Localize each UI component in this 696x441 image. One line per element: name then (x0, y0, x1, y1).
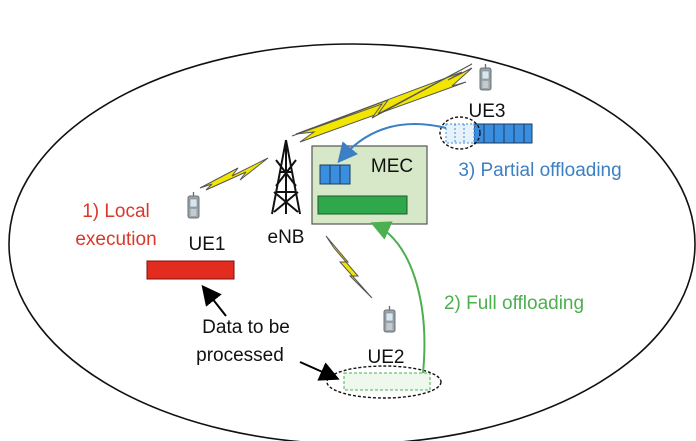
partial-offloading-arrow (337, 123, 447, 164)
enb-label: eNB (268, 227, 305, 248)
phone-icon (383, 305, 396, 333)
offloaded-task-marker (326, 365, 442, 399)
local-execution-label-line2: execution (75, 229, 156, 250)
full-offloading-label: 2) Full offloading (444, 293, 584, 314)
ue1-task-bar (146, 260, 235, 280)
ue3-label: UE3 (469, 101, 506, 122)
data-note-line1: Data to be (202, 317, 290, 338)
task-queue-icon (445, 123, 533, 144)
data-note-line2: processed (196, 345, 284, 366)
lightning-icon (291, 63, 473, 143)
full-offloading-arrow (370, 221, 426, 374)
mec-label: MEC (371, 156, 413, 177)
phone-icon (187, 191, 200, 219)
lightning-icon (199, 157, 269, 191)
offloaded-part-marker (439, 116, 481, 150)
data-arrow-ue2 (299, 361, 340, 381)
partial-offloading-label: 3) Partial offloading (458, 160, 621, 181)
local-execution-label-line1: 1) Local (82, 201, 150, 222)
ue2-task-bar (343, 372, 431, 391)
mec-compute-bar (317, 195, 408, 215)
lightning-icon (325, 235, 373, 299)
data-arrow-ue1 (201, 284, 227, 317)
ue1-label: UE1 (189, 234, 226, 255)
ue2-label: UE2 (368, 347, 405, 368)
cell-boundary (8, 43, 696, 441)
task-queue-icon (319, 164, 351, 185)
tower-icon (271, 139, 301, 215)
phone-icon (479, 63, 492, 91)
